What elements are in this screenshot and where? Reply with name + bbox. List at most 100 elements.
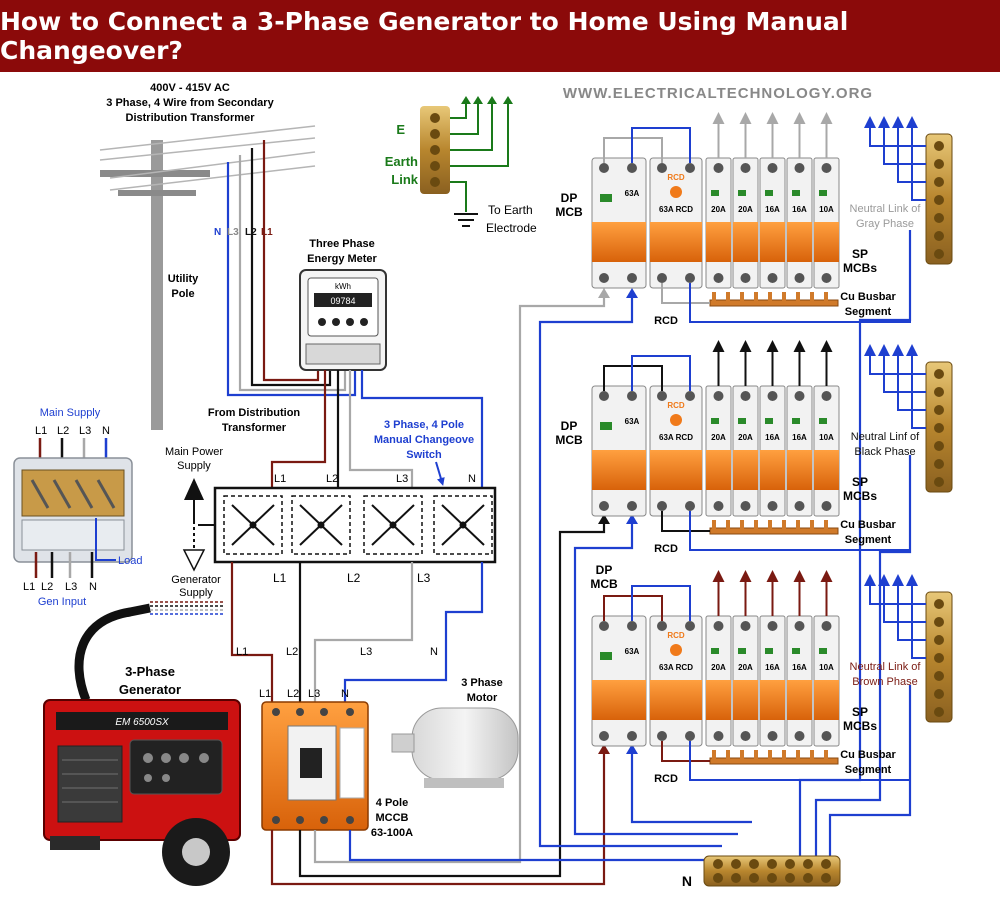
sp-mcb: 20A (732, 340, 759, 517)
circuit-output-arrow (793, 112, 806, 158)
supply-voltage: 400V - 415V AC (150, 82, 230, 94)
inset-load-label: Load (118, 555, 142, 567)
mccb-label-3: 63-100A (371, 827, 413, 839)
motor-label-2: Motor (467, 692, 498, 704)
sp-mcb: 10A (813, 570, 840, 747)
circuit-output-arrow (739, 112, 752, 158)
sp-mcb: 20A (705, 570, 732, 747)
sp-mcb: 10A (813, 112, 840, 289)
sp-label: SP (852, 247, 868, 261)
generator-title-1: 3-Phase (125, 664, 175, 679)
dp-mcb: 63A (591, 615, 647, 747)
neutral-link-label-1: Neutral Link of (850, 661, 922, 673)
changeover-bot-l1: L1 (273, 571, 287, 585)
busbar-label: Cu Busbar (840, 291, 896, 303)
conductor-n: N (214, 227, 221, 238)
sp-mcb: 20A (732, 570, 759, 747)
circuit-output-arrow (766, 570, 779, 616)
sp-mcb: 16A (759, 340, 786, 517)
busbar-label-2: Segment (845, 764, 892, 776)
circuit-output-arrow (793, 340, 806, 386)
rcd-unit: RCD 63A RCD (649, 157, 703, 289)
rcd-tag: RCD (667, 173, 685, 182)
mcb-rating: 10A (819, 433, 834, 442)
busbar-label-2: Segment (845, 534, 892, 546)
motor-label-1: 3 Phase (461, 677, 503, 689)
neutral-busbar (703, 855, 841, 887)
mcb-rating: 20A (711, 433, 726, 442)
inset-top-n: N (102, 425, 110, 437)
inset-bot-n: N (89, 581, 97, 593)
meter-unit: kWh (335, 282, 351, 291)
sp-mcb: 20A (705, 340, 732, 517)
generator-title-2: Generator (119, 682, 181, 697)
neutral-link-bar (925, 591, 953, 723)
dp-to-rcd-links (603, 585, 911, 781)
mcb-rating: 20A (738, 433, 753, 442)
inset-top-l1: L1 (35, 425, 47, 437)
mccb-breaker (261, 701, 369, 831)
rcd-label: RCD (654, 543, 678, 555)
mcb-rating: 16A (765, 663, 780, 672)
changeover-top-l2: L2 (326, 473, 338, 485)
main-power-label-2: Supply (177, 460, 211, 472)
changeover-poles (223, 495, 493, 555)
meter-title-1: Three Phase (309, 238, 374, 250)
neutral-link-wires (864, 574, 926, 659)
neutral-link-wires (864, 344, 926, 429)
main-power-label-1: Main Power (165, 446, 223, 458)
inset-load-wires (95, 518, 116, 561)
mcb-rating: 16A (765, 433, 780, 442)
earth-link-bar (420, 106, 450, 194)
sp-label: SP (852, 705, 868, 719)
rcd-tag: RCD (667, 631, 685, 640)
mcb-rating: 10A (819, 663, 834, 672)
meter-to-changeover-wires (270, 370, 484, 495)
changeover-bot-l2: L2 (347, 571, 361, 585)
conductor-l1: L1 (261, 227, 273, 238)
dp-label: DP (596, 563, 613, 577)
sp-mcb: 16A (759, 112, 786, 289)
meter-dials (318, 318, 368, 326)
generator-body (43, 699, 241, 886)
rcd-rating: 63A RCD (659, 205, 693, 214)
sp-label-2: MCBs (843, 719, 877, 733)
dp-label: DP (561, 191, 578, 205)
changeover-top-n: N (468, 473, 476, 485)
dp-label-2: MCB (590, 577, 618, 591)
earth-link-label-2: Link (391, 172, 418, 187)
neutral-link-bar (925, 361, 953, 493)
circuit-output-arrow (712, 340, 725, 386)
meter-title-2: Energy Meter (307, 253, 377, 265)
supply-drop-wires (226, 140, 357, 397)
mccb-label-1: 4 Pole (376, 797, 408, 809)
inset-bot-l2: L2 (41, 581, 53, 593)
three-phase-motor (391, 707, 519, 788)
mccb-wire-n: N (430, 646, 438, 658)
circuit-output-arrow (820, 570, 833, 616)
mcb-rating: 20A (738, 205, 753, 214)
changeover-to-mccb-wires (230, 562, 484, 705)
website-url: WWW.ELECTRICALTECHNOLOGY.ORG (563, 85, 873, 102)
conductor-l3: L3 (227, 227, 239, 238)
sp-mcb: 20A (732, 112, 759, 289)
title-banner: How to Connect a 3-Phase Generator to Ho… (0, 0, 1000, 72)
dp-rating: 63A (625, 417, 640, 426)
changeover-top-l3: L3 (396, 473, 408, 485)
mccb-term-l3: L3 (308, 688, 320, 700)
cu-busbar (709, 292, 839, 307)
sp-label-2: MCBs (843, 261, 877, 275)
neutral-link-label-2: Black Phase (854, 446, 915, 458)
dp-label: DP (561, 419, 578, 433)
feeder-arrowheads (598, 288, 638, 754)
mccb-wire-l2: L2 (286, 646, 298, 658)
mcb-rating: 20A (711, 663, 726, 672)
circuit-output-arrow (820, 340, 833, 386)
inset-bottom-wires (34, 552, 94, 578)
